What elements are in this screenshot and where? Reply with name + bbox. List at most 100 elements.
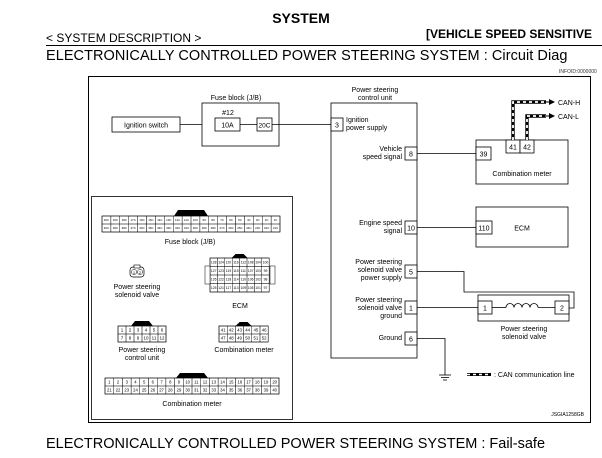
combination-meter-pin: 2	[117, 379, 120, 384]
combination-meter-pin: 18	[255, 379, 260, 384]
fuse-block-pin: 34C	[157, 226, 162, 230]
fuse-block-pin: 10C	[193, 218, 198, 222]
combination-meter-pin: 10	[185, 379, 190, 384]
fuse-block-pin: 38C	[122, 226, 127, 230]
psu-pin: 7	[121, 336, 124, 341]
ecm-pin: 119	[226, 269, 232, 273]
combination-meter-pin: 8	[169, 379, 172, 384]
ecm-pin: 97	[264, 286, 268, 290]
combination-meter-small-pin: 42	[229, 328, 234, 333]
meter-terminal-39: 39	[480, 152, 488, 159]
psu-terminal-5-desc3: power supply	[361, 275, 403, 282]
combination-meter-pin-cell	[270, 385, 280, 395]
fuse-block-pin: 31C	[184, 226, 189, 230]
ecm-pin: 107	[248, 269, 254, 273]
psu-terminal-1-desc2: solenoid valve	[358, 305, 402, 312]
ecm-pin: 125	[211, 286, 217, 290]
combination-meter-pin: 23	[124, 387, 129, 392]
psu-pin: 6	[161, 328, 164, 333]
fuse-block-pin: 25C	[237, 226, 242, 230]
fuse-block-pin: 14C	[157, 218, 162, 222]
solenoid-connector: 1 2	[129, 264, 145, 278]
fuse-number: #12	[222, 110, 234, 117]
fuse-block-pin: 8C	[211, 218, 215, 222]
combination-meter-pin: 32	[203, 387, 208, 392]
solenoid-connector-label-1: Power steering	[114, 284, 161, 291]
ecm-pin: 128	[211, 260, 217, 264]
solenoid-connector-label-2: solenoid valve	[115, 292, 159, 299]
ecm-pin: 104	[255, 260, 261, 264]
combination-meter-pin: 36	[238, 387, 243, 392]
ignition-switch-label: Ignition switch	[124, 123, 168, 130]
combination-meter-pin: 17	[246, 379, 251, 384]
system-variant-header: [VEHICLE SPEED SENSITIVE	[426, 27, 593, 41]
psu-terminal-5: 5	[409, 270, 413, 277]
psu-terminal-10-desc2: signal	[384, 228, 403, 235]
ecm-pin: 99	[264, 269, 268, 273]
fuse-block-pin: 40C	[104, 226, 109, 230]
fuse-block-pin: 19C	[113, 218, 118, 222]
combination-meter-small-pin: 41	[221, 328, 226, 333]
can-lines	[511, 99, 555, 140]
psu-box	[330, 102, 418, 359]
combination-meter-pin: 31	[194, 387, 199, 392]
ecm-pin: 126	[211, 277, 217, 281]
fuse-block-pin: 1C	[274, 218, 278, 222]
fuse-block-pin: 7C	[220, 218, 224, 222]
combination-meter-pin: 26	[151, 387, 156, 392]
ecm-pin: 112	[241, 260, 247, 264]
psu-pin: 3	[137, 328, 140, 333]
combination-meter-pin: 28	[168, 387, 173, 392]
psu-pin: 10	[143, 336, 149, 341]
ecm-pin: 110	[241, 277, 247, 281]
solenoid-pin-1: 1	[483, 306, 487, 313]
combination-meter-small-pin: 48	[229, 336, 234, 341]
combination-meter-pin: 29	[177, 387, 182, 392]
combination-meter-pin: 15	[229, 379, 234, 384]
fuse-block-pin: 30C	[193, 226, 198, 230]
ecm-pin: 124	[218, 260, 224, 264]
psu-terminal-8: 8	[409, 152, 413, 159]
solenoid-label-1: Power steering	[501, 326, 548, 333]
solenoid-coil	[505, 303, 539, 308]
fuse-block-pin: 2C	[265, 218, 269, 222]
fuse-block-pin: 5C	[238, 218, 242, 222]
combination-meter-pin: 14	[220, 379, 225, 384]
ecm-connector-label: ECM	[232, 303, 248, 310]
combination-meter-pin: 34	[220, 387, 225, 392]
connector-latch	[176, 373, 208, 378]
psu-terminal-1-desc1: Power steering	[355, 297, 402, 304]
fuse-block-pin: 18C	[122, 218, 127, 222]
fuse-block-pin: 36C	[139, 226, 144, 230]
psu-terminal-1-desc3: ground	[380, 313, 402, 320]
ecm-pin: 116	[233, 260, 239, 264]
combination-meter-pin: 25	[142, 387, 147, 392]
meter-terminal-42: 42	[523, 145, 531, 152]
psu-terminal-1: 1	[409, 306, 413, 313]
fuse-block-pin: 22C	[264, 226, 269, 230]
figure-id: JSGIA1258GB	[551, 412, 584, 418]
circuit-diagram-heading: ELECTRONICALLY CONTROLLED POWER STEERING…	[46, 48, 568, 64]
combination-meter-pin: 30	[185, 387, 190, 392]
psu-title-line2: control unit	[358, 95, 392, 102]
connector-latch	[235, 322, 252, 326]
ecm-pin: 102	[255, 277, 261, 281]
psu-title-line1: Power steering	[352, 87, 399, 94]
combination-meter-pin: 6	[152, 379, 155, 384]
combination-meter-pin: 39	[264, 387, 269, 392]
ecm-pin: 121	[218, 286, 224, 290]
combination-meter-small-pin: 46	[262, 328, 267, 333]
ecm-pin: 108	[248, 260, 254, 264]
fuse-block-pin: 27C	[219, 226, 224, 230]
combination-meter-pin: 9	[178, 379, 181, 384]
psu-pin: 8	[129, 336, 132, 341]
ecm-pin: 115	[233, 269, 239, 273]
fuse-block-pin: 32C	[175, 226, 180, 230]
can-l-label: CAN-L	[558, 114, 579, 121]
combination-meter-small-pin: 43	[237, 328, 242, 333]
fuse-block-pin: 6C	[229, 218, 233, 222]
combination-meter-pin: 4	[134, 379, 137, 384]
fuse-block-pin: 4C	[247, 218, 251, 222]
